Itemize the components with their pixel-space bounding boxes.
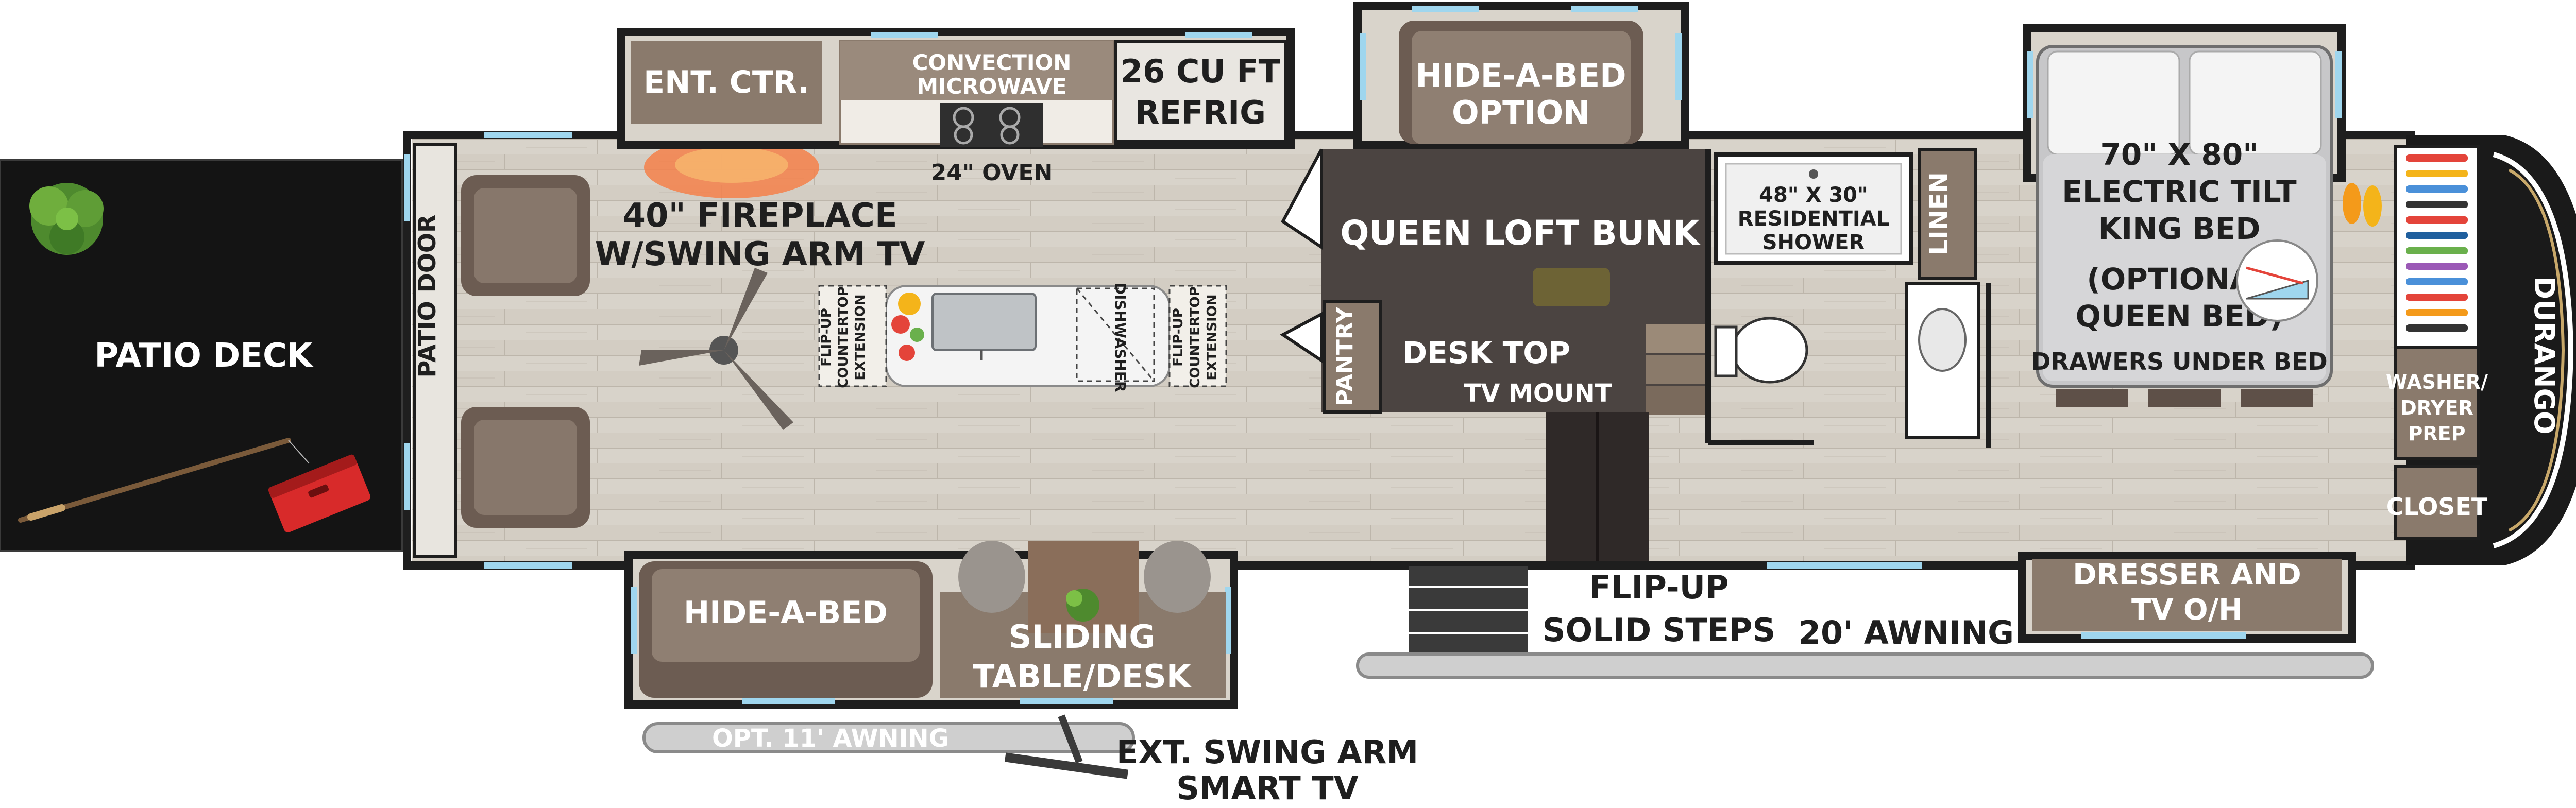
tackle-box-icon <box>268 454 371 532</box>
ext-tv-icon <box>1004 714 1129 779</box>
shower-label-2: RESIDENTIAL <box>1738 207 1889 231</box>
sandals-icon <box>2343 183 2382 227</box>
sink-icon <box>1918 308 1967 372</box>
flipup-right-label-3: EXTENSION <box>1205 294 1220 380</box>
ent-ctr-label: ENT. CTR. <box>643 64 809 100</box>
flipup-right-label-2: COUNTERTOP <box>1188 286 1203 388</box>
windows <box>404 132 1922 569</box>
opt-awning: OPT. 11' AWNING <box>642 722 1135 753</box>
flipup-left-label-1: FLIP-UP <box>819 308 834 367</box>
sliding-label-1: SLIDING <box>1009 618 1156 656</box>
hide-a-bed-option-label-2: OPTION <box>1452 94 1590 131</box>
theater-seating <box>461 175 590 528</box>
flipup-left-label-2: COUNTERTOP <box>836 286 851 388</box>
toilet-icon <box>1714 317 1808 384</box>
bed-label-3: KING BED <box>2098 211 2261 246</box>
bathroom: 48" X 30" RESIDENTIAL SHOWER LINEN <box>1705 148 1991 448</box>
closet-label: CLOSET <box>2386 493 2488 521</box>
linen-label: LINEN <box>1925 172 1954 255</box>
dishwasher-label: DISHWASHER <box>1112 283 1129 392</box>
convection-label-2: MICROWAVE <box>917 74 1067 99</box>
oven-label: 24" OVEN <box>931 160 1053 186</box>
plant-icon <box>29 183 104 255</box>
ext-tv-label-2: SMART TV <box>1176 769 1358 807</box>
refrig-label-2: REFRIG <box>1135 94 1266 131</box>
tv-mount-label: TV MOUNT <box>1464 379 1612 408</box>
flip-steps-label-1: FLIP-UP <box>1589 569 1729 606</box>
convection-label-1: CONVECTION <box>912 50 1072 75</box>
hide-a-bed-label: HIDE-A-BED <box>684 595 888 631</box>
bed-label-1: 70" X 80" <box>2100 137 2259 172</box>
fireplace-label-2: W/SWING ARM TV <box>595 235 925 273</box>
fireplace-label-1: 40" FIREPLACE <box>622 197 897 235</box>
opt-awning-label: OPT. 11' AWNING <box>712 724 949 753</box>
bed-label-2: ELECTRIC TILT <box>2062 174 2297 209</box>
clothes-rack-icon <box>2406 154 2468 332</box>
entry-well <box>1546 412 1649 561</box>
loft-slide: HIDE-A-BED OPTION <box>1353 2 1689 149</box>
dresser-label-2: TV O/H <box>2131 593 2243 627</box>
main-awning-label: 20' AWNING <box>1799 614 2014 651</box>
hide-a-bed-option-label-1: HIDE-A-BED <box>1415 57 1626 94</box>
pantry-label: PANTRY <box>1332 306 1358 406</box>
washer-label-2: DRYER <box>2400 397 2473 419</box>
patio-door-label: PATIO DOOR <box>413 215 441 378</box>
flipup-left-label-3: EXTENSION <box>853 294 868 380</box>
ext-tv-label-1: EXT. SWING ARM <box>1116 733 1418 771</box>
plant-icon <box>1066 589 1099 622</box>
ceiling-fan-icon <box>639 268 793 430</box>
tilt-bed-icon <box>2236 239 2318 322</box>
shower-label-3: SHOWER <box>1762 231 1865 254</box>
sliding-label-2: TABLE/DESK <box>973 658 1192 695</box>
main-awning <box>1356 652 2374 679</box>
queen-loft-bunk-label: QUEEN LOFT BUNK <box>1340 213 1701 253</box>
flipup-right-label-1: FLIP-UP <box>1171 308 1186 367</box>
fishing-rod-icon <box>18 438 310 523</box>
shower-label-1: 48" X 30" <box>1759 183 1868 207</box>
kitchen-island <box>818 285 1227 387</box>
cooktop-icon <box>940 103 1043 147</box>
queen-loft-bunk: QUEEN LOFT BUNK PANTRY DESK TOP TV MOUNT <box>1280 148 1708 415</box>
living-slide: HIDE-A-BED SLIDING TABLE/DESK <box>624 541 1238 709</box>
entry-steps[interactable] <box>1409 566 1528 662</box>
patio-door[interactable]: PATIO DOOR <box>413 143 457 558</box>
refrig-label-1: 26 CU FT <box>1121 53 1280 90</box>
kitchen-slide: ENT. CTR. CONVECTION MICROWAVE 24" OVEN … <box>617 28 1295 186</box>
desk-top-label: DESK TOP <box>1402 335 1570 370</box>
washer-label-3: PREP <box>2409 422 2466 445</box>
bedroom: 70" X 80" ELECTRIC TILT KING BED (OPTION… <box>2018 24 2488 643</box>
brand-logo: DURANGO <box>2528 276 2561 434</box>
patio-deck: PATIO DECK <box>0 159 403 552</box>
patio-deck-label: PATIO DECK <box>94 337 314 375</box>
washer-label-1: WASHER/ <box>2386 371 2488 393</box>
dresser-label-1: DRESSER AND <box>2073 558 2301 592</box>
flip-steps-label-2: SOLID STEPS <box>1543 611 1775 649</box>
bed-label-6: DRAWERS UNDER BED <box>2031 348 2327 375</box>
